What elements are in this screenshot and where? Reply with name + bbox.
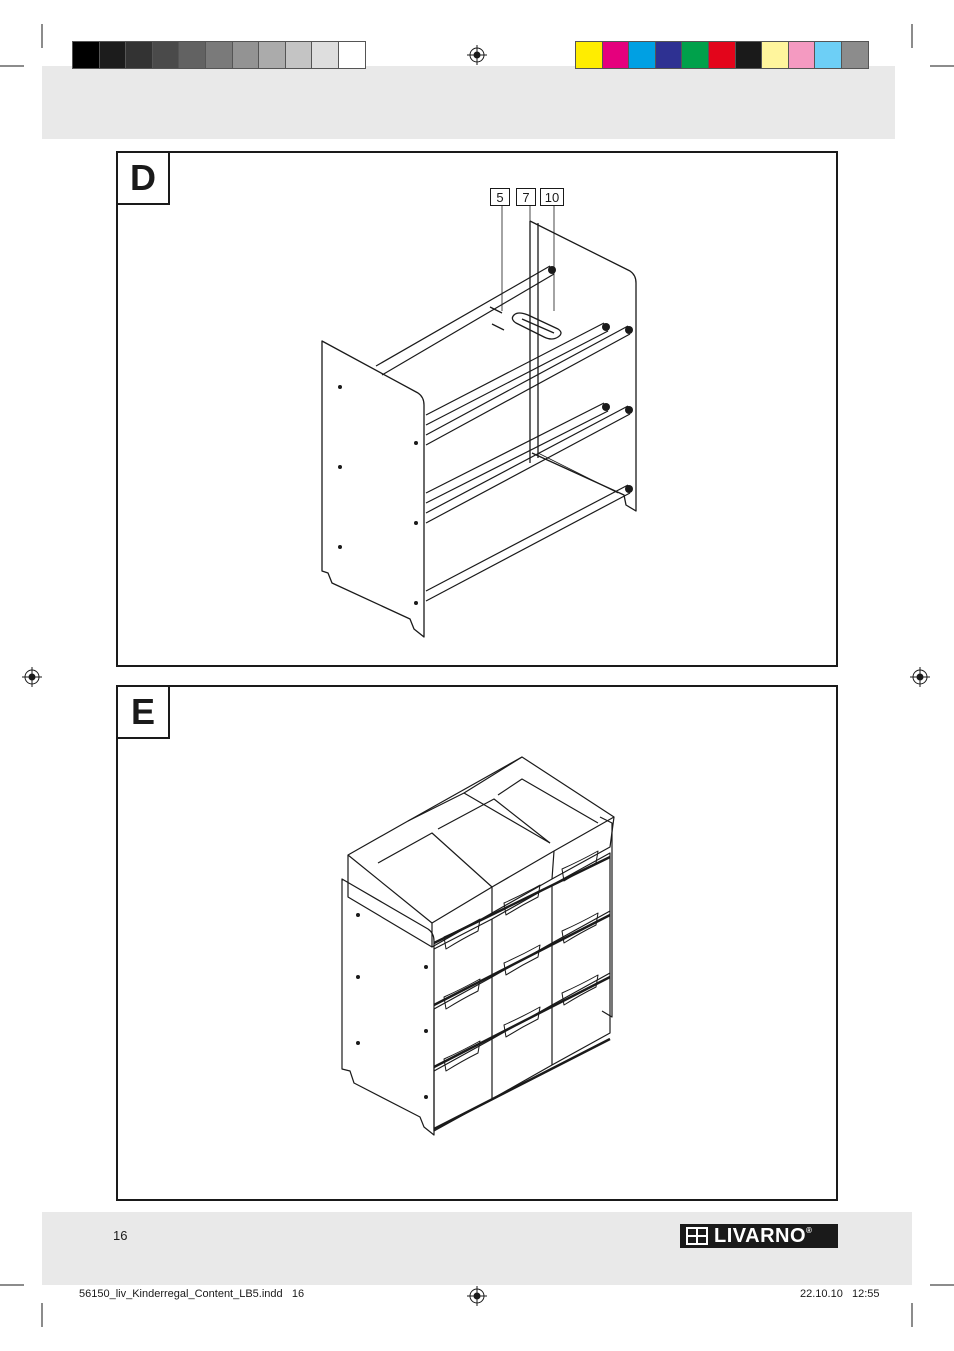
header-band — [42, 66, 895, 139]
process-color-swatch — [787, 41, 816, 69]
part-label-7: 7 — [516, 188, 536, 206]
step-e-label: E — [116, 685, 170, 739]
registration-mark-icon — [22, 667, 42, 687]
shelf-frame-assembly-illustration — [321, 205, 637, 638]
process-color-swatch — [601, 41, 630, 69]
registered-mark: ® — [806, 1226, 813, 1235]
slug-file-info: 56150_liv_Kinderregal_Content_LB5.indd 1… — [79, 1288, 305, 1300]
process-color-swatch — [707, 41, 736, 69]
step-d-label: D — [116, 151, 170, 205]
process-color-swatch — [654, 41, 683, 69]
registration-mark-icon — [910, 667, 930, 687]
grayscale-swatch — [337, 41, 366, 69]
grayscale-swatch — [151, 41, 180, 69]
step-e-panel — [116, 685, 838, 1201]
brand-logo: LIVARNO ® — [680, 1224, 838, 1248]
grayscale-swatch — [98, 41, 127, 69]
grayscale-swatch — [258, 41, 286, 69]
brand-name: LIVARNO — [714, 1224, 807, 1247]
registration-mark-icon — [467, 45, 487, 65]
slug-date-time: 22.10.10 12:55 — [800, 1288, 880, 1300]
part-label-10: 10 — [540, 188, 564, 206]
registration-mark-icon — [467, 1286, 487, 1306]
grayscale-swatch — [125, 41, 153, 69]
grayscale-swatch — [284, 41, 313, 69]
process-color-swatch — [761, 41, 789, 69]
process-color-swatch — [840, 41, 869, 69]
step-d-panel: 5 7 10 — [116, 151, 838, 667]
livarno-emblem-icon — [686, 1227, 708, 1245]
grayscale-swatch — [178, 41, 206, 69]
footer-band — [42, 1212, 912, 1285]
process-color-swatch — [814, 41, 842, 69]
process-color-swatch — [734, 41, 763, 69]
shelf-with-storage-bins-illustration — [341, 756, 615, 1136]
grayscale-swatch — [72, 41, 100, 69]
grayscale-swatch — [204, 41, 233, 69]
part-labels: 5 7 10 — [490, 188, 564, 206]
part-label-5: 5 — [490, 188, 510, 206]
grayscale-color-bar — [72, 41, 366, 69]
page-number: 16 — [113, 1228, 128, 1243]
process-color-bar — [575, 41, 869, 69]
grayscale-swatch — [311, 41, 339, 69]
process-color-swatch — [681, 41, 709, 69]
process-color-swatch — [628, 41, 656, 69]
grayscale-swatch — [231, 41, 260, 69]
process-color-swatch — [575, 41, 603, 69]
